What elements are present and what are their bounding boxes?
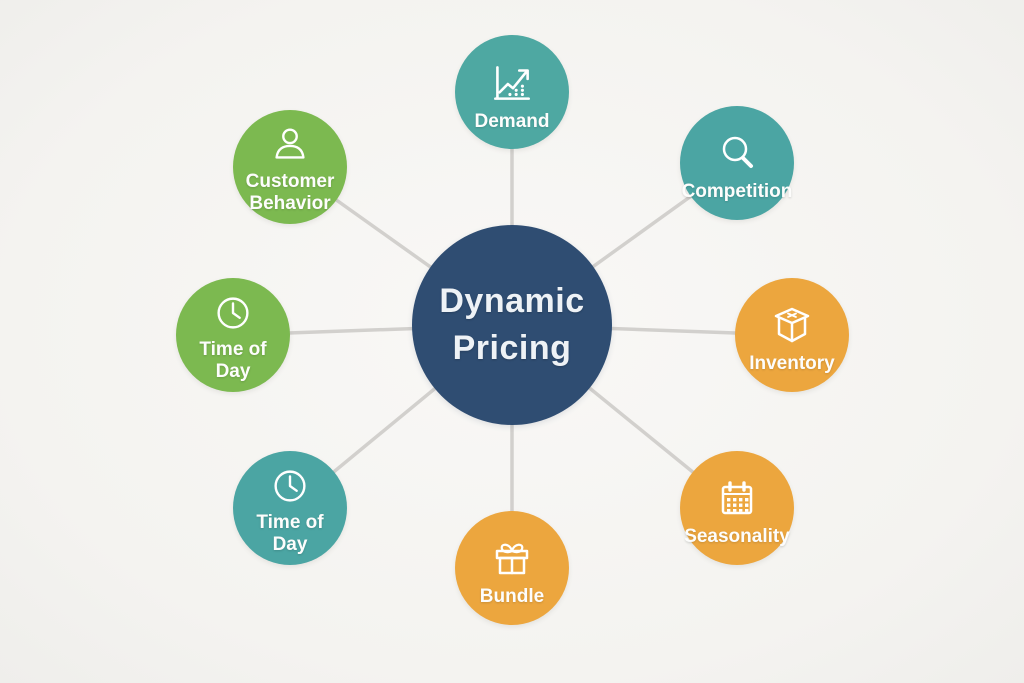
node-demand: Demand (455, 35, 569, 149)
gift-icon (488, 535, 536, 583)
node-label: Inventory (749, 352, 835, 374)
node-label: Time of Day (199, 338, 267, 382)
hub-circle: Dynamic Pricing (412, 225, 612, 425)
node-customer-behavior: Customer Behavior (233, 110, 347, 224)
node-label: Demand (474, 110, 550, 132)
chart-increasing-icon (487, 58, 537, 108)
node-inventory: Inventory (735, 278, 849, 392)
clock-icon (210, 290, 256, 336)
clock-icon (267, 463, 313, 509)
node-seasonality: Seasonality (680, 451, 794, 565)
magnifier-icon (713, 130, 761, 178)
hub-label-line: Pricing (452, 329, 572, 367)
node-label: Seasonality (684, 525, 790, 547)
calendar-icon (713, 475, 761, 523)
node-bundle: Bundle (455, 511, 569, 625)
node-label: Time of Day (256, 511, 324, 555)
node-label: Bundle (479, 585, 545, 607)
node-time-of-day-bottom: Time of Day (233, 451, 347, 565)
node-time-of-day-left: Time of Day (176, 278, 290, 392)
node-label: Competition (681, 180, 793, 202)
box-icon (768, 302, 816, 350)
node-label: Customer Behavior (245, 170, 335, 214)
node-competition: Competition (680, 106, 794, 220)
hub-label-line: Dynamic (439, 282, 585, 321)
person-icon (267, 122, 313, 168)
